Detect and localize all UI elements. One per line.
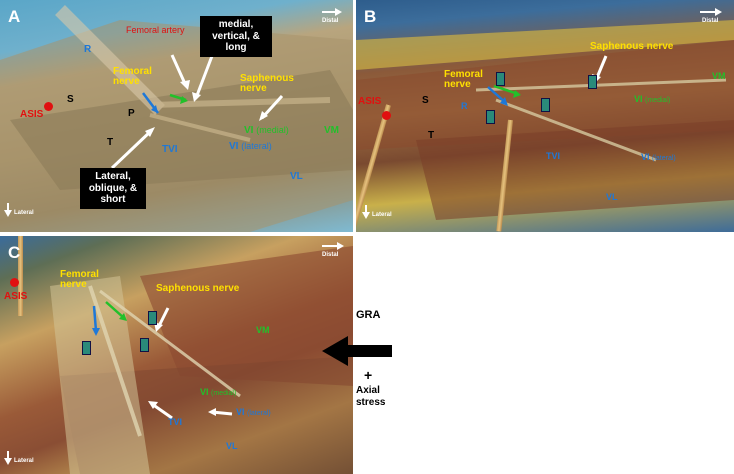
retractor-stick — [18, 236, 23, 316]
annotation-medial-vertical-long: medial, vertical, & long — [200, 16, 272, 57]
label-p: P — [128, 108, 135, 119]
label-saphenous-nerve: Saphenous nerve — [590, 41, 674, 52]
side-annotation: GRA + Axial stress — [322, 300, 402, 410]
label-s: S — [67, 94, 74, 105]
label-vm: VM — [324, 125, 339, 136]
tag-3 — [82, 341, 91, 355]
label-r: R — [84, 44, 92, 55]
label-tvi: TVI — [162, 144, 178, 155]
label-saphenous-nerve: Saphenous nerve — [240, 73, 294, 94]
tag-2 — [140, 338, 149, 352]
label-distal: Distal — [702, 18, 719, 24]
label-femoral-nerve: Femoral nerve — [113, 66, 152, 87]
axial-stress-arrow — [322, 336, 392, 366]
label-tvi: TVI — [168, 417, 183, 427]
panel-b: B ASIS S T R Femoral nerve Saphenous ner… — [356, 0, 734, 232]
label-femoral-artery: Femoral artery — [126, 25, 185, 35]
tag-2 — [541, 98, 550, 112]
label-vl: VL — [226, 441, 238, 451]
label-plus: + — [364, 367, 373, 383]
panel-c-letter: C — [8, 243, 21, 262]
panel-a: A R S P T ASIS Femoral artery Femoral ne… — [0, 0, 353, 232]
label-distal: Distal — [322, 18, 339, 24]
label-distal: Distal — [322, 252, 339, 258]
label-r: R — [461, 101, 468, 111]
panel-c-tissue — [4, 242, 353, 474]
label-asis: ASIS — [358, 96, 382, 107]
label-asis: ASIS — [20, 109, 44, 120]
panel-a-letter: A — [8, 7, 21, 26]
label-vl: VL — [290, 171, 303, 182]
label-tvi: TVI — [546, 151, 561, 161]
label-axial: Axial — [356, 385, 380, 396]
label-vi-lateral: VI (lateral) — [229, 141, 272, 152]
label-lateral: Lateral — [14, 458, 34, 464]
panel-b-tissue — [356, 8, 734, 220]
label-gra: GRA — [356, 309, 381, 321]
label-vl: VL — [606, 192, 618, 202]
label-vi-medial: VI (medial) — [634, 94, 671, 105]
label-lateral: Lateral — [14, 210, 34, 216]
label-femoral-nerve: Femoral nerve — [444, 69, 483, 90]
label-vm: VM — [712, 71, 726, 81]
label-stress: stress — [356, 397, 386, 408]
label-vi-medial: VI (medial) — [200, 387, 237, 398]
label-asis: ASIS — [4, 291, 28, 302]
tag-3 — [588, 75, 597, 89]
label-t: T — [428, 130, 435, 141]
panel-b-letter: B — [364, 7, 377, 26]
annotation-lateral-oblique-short: Lateral, oblique, & short — [80, 168, 146, 209]
label-vi-medial: VI (medial) — [244, 125, 289, 136]
label-t: T — [107, 137, 114, 148]
asis-marker — [44, 102, 53, 111]
tag-4 — [486, 110, 495, 124]
asis-marker — [10, 278, 19, 287]
label-lateral: Lateral — [372, 212, 392, 218]
label-femoral-nerve: Femoral nerve — [60, 269, 99, 290]
label-s: S — [422, 95, 429, 106]
tag-1 — [496, 72, 505, 86]
panel-c: C ASIS Femoral nerve Saphenous nerve VM … — [0, 236, 353, 474]
label-vm: VM — [256, 325, 270, 335]
label-vi-lateral: VI (lateral) — [236, 407, 271, 418]
label-saphenous-nerve: Saphenous nerve — [156, 283, 240, 294]
tag-1 — [148, 311, 157, 325]
label-vi-lateral: VI (lateral) — [641, 152, 676, 163]
asis-marker — [382, 111, 391, 120]
